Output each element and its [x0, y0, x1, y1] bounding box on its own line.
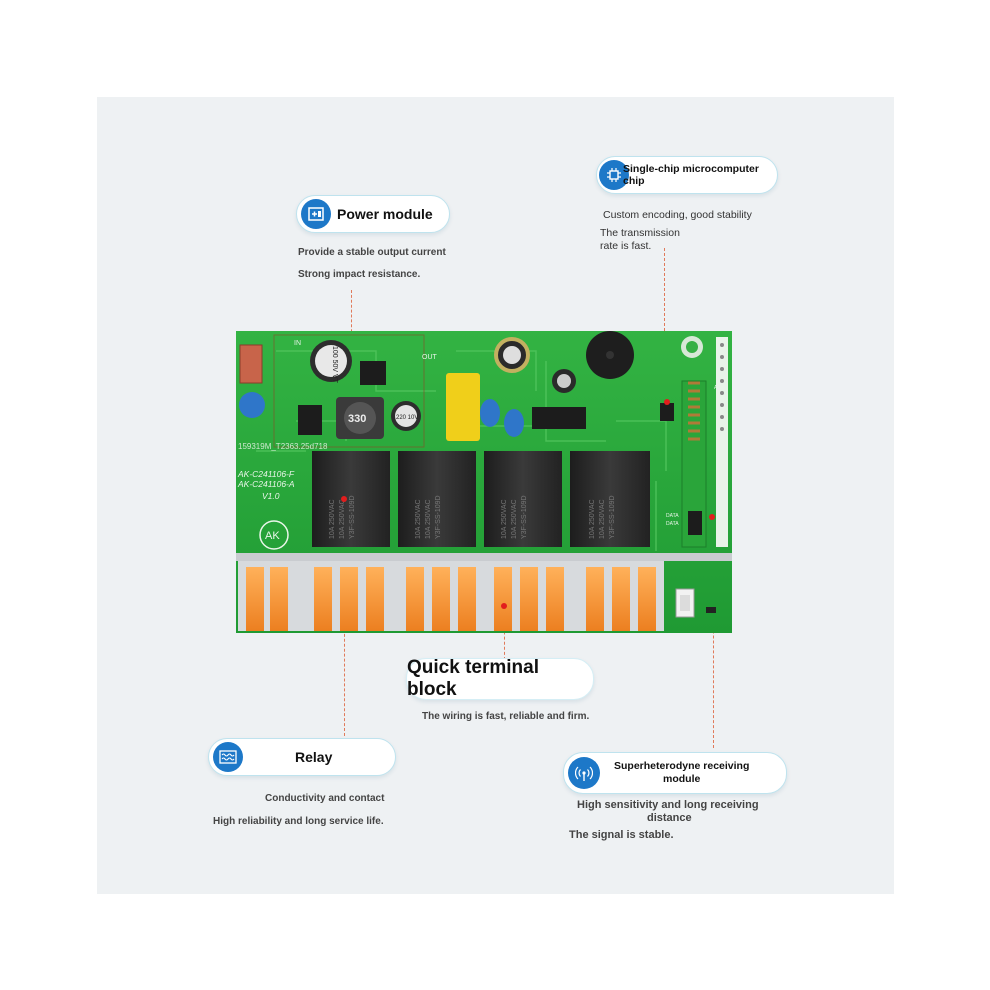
- receiver-title-line1: Superheterodyne receiving: [614, 760, 750, 772]
- svg-text:10A 250VAC: 10A 250VAC: [599, 499, 606, 539]
- receiver-title-line2: module: [663, 773, 701, 785]
- svg-text:Y3F-SS-109D: Y3F-SS-109D: [521, 495, 528, 539]
- relay-waves-icon: [213, 742, 243, 772]
- relay-3: 10A 250VAC 10A 250VAC Y3F-SS-109D: [484, 451, 562, 547]
- svg-text:Y3F-SS-109D: Y3F-SS-109D: [349, 495, 356, 539]
- receiver-desc-2: distance: [647, 812, 692, 824]
- mcu-title: Single-chip microcomputer chip: [623, 163, 759, 187]
- terminal-pill: Quick terminal block: [406, 657, 594, 700]
- terminal-desc: The wiring is fast, reliable and firm.: [422, 711, 590, 722]
- relay-2: 10A 250VAC 10A 250VAC Y3F-SS-109D: [398, 451, 476, 547]
- terminal-title: Quick terminal block: [407, 657, 539, 700]
- power-leader-line: [351, 290, 352, 342]
- antenna-signal-icon: [568, 757, 600, 789]
- svg-text:10A 250VAC: 10A 250VAC: [425, 499, 432, 539]
- power-module-title: Power module: [337, 206, 433, 222]
- svg-text:10A 250VAC: 10A 250VAC: [415, 499, 422, 539]
- svg-text:100 50V VT: 100 50V VT: [331, 346, 338, 384]
- svg-text:IN: IN: [294, 340, 301, 347]
- power-module-pill: Power module: [296, 195, 450, 233]
- relay-board-image: IN OUT 100 50V VT 330 220 10V ANT DATA D…: [236, 331, 732, 633]
- receiver-desc-3: The signal is stable.: [569, 829, 674, 841]
- svg-text:10A 250VAC: 10A 250VAC: [589, 499, 596, 539]
- svg-text:DATA: DATA: [666, 513, 679, 519]
- mcu-desc-1: Custom encoding, good stability: [603, 209, 752, 221]
- svg-text:AK-C241106-F: AK-C241106-F: [237, 469, 295, 479]
- svg-text:AK: AK: [265, 530, 280, 542]
- x-capacitor: [446, 373, 480, 441]
- y-capacitor: [239, 392, 265, 418]
- svg-text:Y3F-SS-109D: Y3F-SS-109D: [435, 495, 442, 539]
- svg-text:10A 250VAC: 10A 250VAC: [339, 499, 346, 539]
- svg-text:AK-C241106-A: AK-C241106-A: [237, 479, 295, 489]
- relay-1: 10A 250VAC 10A 250VAC Y3F-SS-109D: [312, 451, 390, 547]
- svg-text:330: 330: [348, 413, 366, 425]
- relay-4: 10A 250VAC 10A 250VAC Y3F-SS-109D: [570, 451, 650, 547]
- receiver-desc-1: High sensitivity and long receiving: [577, 799, 759, 811]
- svg-text:159319M_T2363.25d718: 159319M_T2363.25d718: [238, 442, 328, 451]
- svg-text:10A 250VAC: 10A 250VAC: [329, 499, 336, 539]
- svg-text:DATA: DATA: [666, 521, 679, 527]
- svg-text:Y3F-SS-109D: Y3F-SS-109D: [609, 495, 616, 539]
- relay-desc-2: High reliability and long service life.: [213, 816, 384, 827]
- receiver-pill: Superheterodyne receiving module: [563, 752, 787, 794]
- svg-text:10A 250VAC: 10A 250VAC: [511, 499, 518, 539]
- terminal-leader-line: [504, 606, 505, 660]
- power-module-icon: [301, 199, 331, 229]
- receiver-title: Superheterodyne receiving module: [614, 760, 749, 786]
- mcu-leader-line: [664, 248, 665, 396]
- ak-logo: [259, 520, 289, 550]
- power-desc-2: Strong impact resistance.: [298, 269, 421, 280]
- svg-text:10A 250VAC: 10A 250VAC: [501, 499, 508, 539]
- relay-title: Relay: [295, 749, 333, 765]
- mcu-pill: Single-chip microcomputer chip: [596, 156, 778, 194]
- relay-desc-1: Conductivity and contact: [265, 793, 385, 804]
- fuse: [239, 344, 263, 384]
- svg-text:220 10V: 220 10V: [396, 415, 418, 421]
- power-desc-1: Provide a stable output current: [298, 247, 446, 258]
- svg-text:V1.0: V1.0: [262, 491, 280, 501]
- svg-text:OUT: OUT: [422, 354, 438, 361]
- chip-icon: [599, 160, 629, 190]
- mcu-desc-2: The transmission: [600, 227, 680, 239]
- terminal-blocks: [246, 567, 656, 631]
- relay-pill: Relay: [208, 738, 396, 776]
- mcu-desc-3: rate is fast.: [600, 240, 652, 252]
